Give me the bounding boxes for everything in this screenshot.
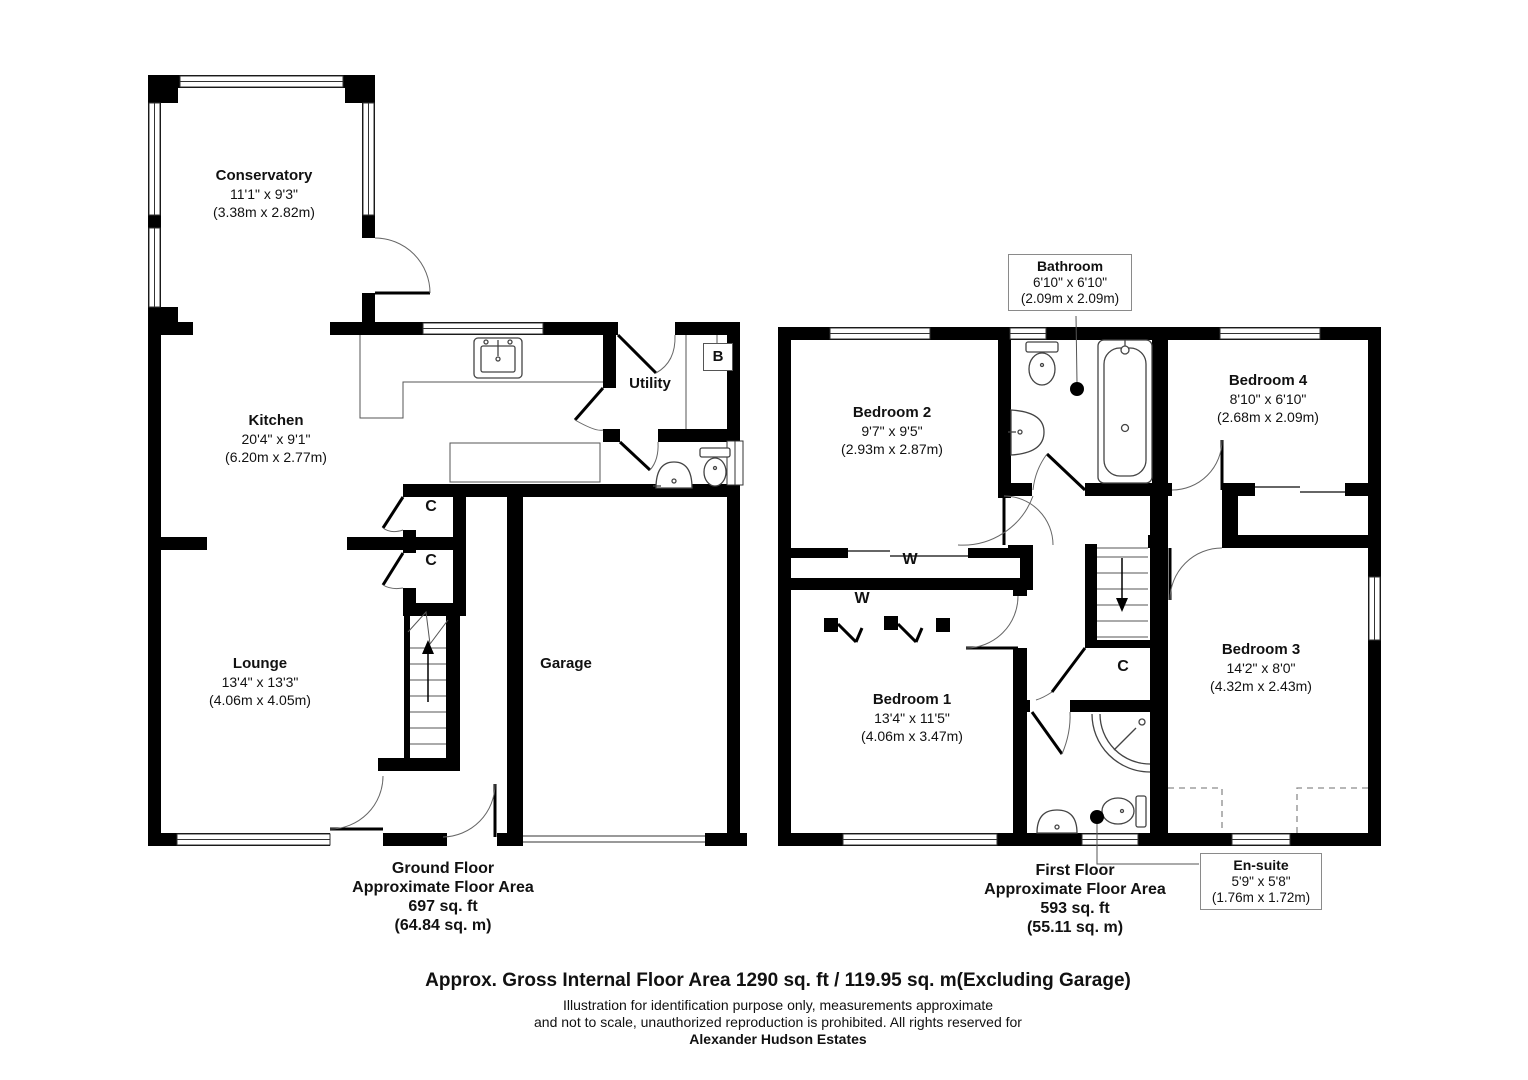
disclaimer-line-2: and not to scale, unauthorized reproduct… (534, 1014, 1022, 1030)
first-floor-openings (1030, 700, 1070, 712)
ensuite-callout: En-suite 5'9" x 5'8" (1.76m x 1.72m) (1200, 853, 1322, 910)
ground-floor-window-mullions (154, 81, 736, 843)
bathroom-sink-icon (1008, 409, 1045, 456)
kitchen-counter (359, 335, 687, 483)
first-floor-window-mullions (830, 333, 1375, 840)
cupboard-marker-1: C (425, 498, 437, 515)
staircase-ground (407, 610, 449, 745)
wardrobe-marker-2: W (854, 590, 870, 607)
cupboard-marker-first-floor: C (1117, 658, 1129, 675)
wardrobe-marker-1: W (902, 551, 918, 568)
callout-leaders (1070, 315, 1199, 865)
kitchen-sink-icon (473, 337, 523, 379)
boiler-marker: B (703, 343, 733, 371)
room-label-bedroom3: Bedroom 3 14'2" x 8'0" (4.32m x 2.43m) (1210, 641, 1312, 694)
first-floor-door-leaves (966, 440, 1224, 755)
bathtub-icon (1097, 339, 1153, 484)
first-floor-door-arcs (957, 439, 1223, 755)
gross-area-title: Approx. Gross Internal Floor Area 1290 s… (425, 970, 1131, 991)
wc-sink-icon (653, 461, 693, 489)
ground-floor-door-arcs (329, 237, 676, 838)
room-label-kitchen: Kitchen 20'4" x 9'1" (6.20m x 2.77m) (225, 412, 327, 465)
ensuite-sink-icon (1036, 809, 1078, 834)
room-label-bedroom2: Bedroom 2 9'7" x 9'5" (2.93m x 2.87m) (841, 404, 943, 457)
ensuite-toilet-icon (1101, 795, 1147, 828)
wardrobe-fronts (848, 486, 1345, 557)
room-label-conservatory: Conservatory 11'1" x 9'3" (3.38m x 2.82m… (213, 167, 315, 220)
wc-toilet-icon (699, 447, 731, 487)
bathroom-callout: Bathroom 6'10" x 6'10" (2.09m x 2.09m) (1008, 254, 1132, 311)
bathroom-toilet-icon (1025, 341, 1059, 386)
room-label-utility: Utility (629, 375, 671, 392)
ground-floor-footer: Ground Floor Approximate Floor Area 697 … (352, 860, 534, 934)
disclaimer-line-1: Illustration for identification purpose … (562, 997, 994, 1013)
reduced-headroom-dashes (1168, 787, 1368, 833)
room-label-lounge: Lounge 13'4" x 13'3" (4.06m x 4.05m) (209, 655, 311, 708)
room-label-bedroom1: Bedroom 1 13'4" x 11'5" (4.06m x 3.47m) (861, 691, 963, 744)
ground-floor-plan (148, 75, 747, 846)
cupboard-marker-2: C (425, 552, 437, 569)
first-floor-footer: First Floor Approximate Floor Area 593 s… (984, 862, 1166, 936)
first-floor-plan (778, 315, 1381, 865)
shower-icon (1091, 713, 1151, 773)
staircase-first (1097, 547, 1148, 638)
ground-floor-door-leaves (330, 291, 658, 837)
room-label-bedroom4: Bedroom 4 8'10" x 6'10" (2.68m x 2.09m) (1217, 372, 1319, 425)
agency-name: Alexander Hudson Estates (689, 1031, 867, 1047)
room-label-garage: Garage (540, 655, 592, 672)
bifold-doors (836, 622, 924, 644)
